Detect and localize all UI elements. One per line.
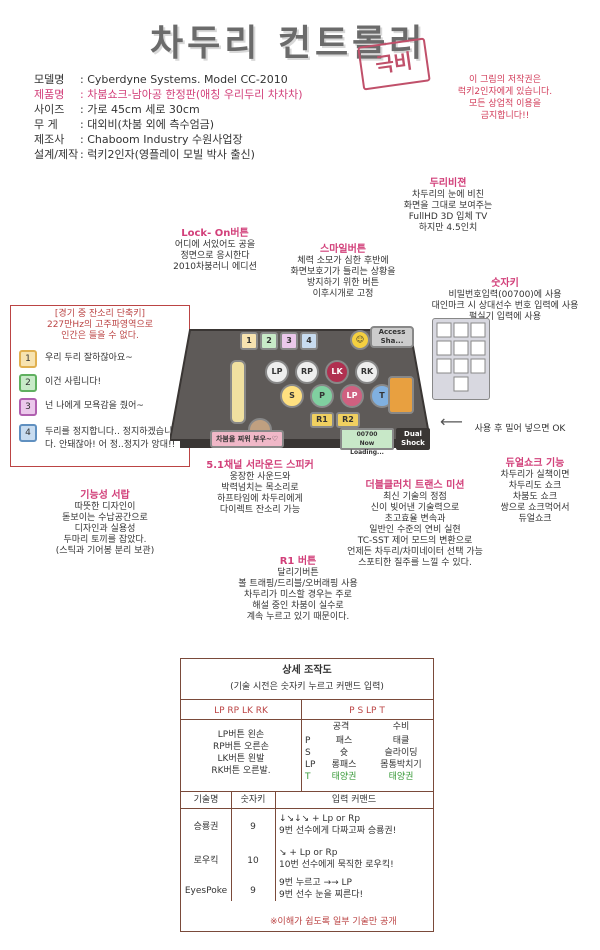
copyright-line: 모든 상업적 이용을 [469,99,541,109]
controller-device: 1 2 3 4 ☺ Access Sha... LP RP LK RK S P … [168,320,432,456]
shortcut-key[interactable]: 4 [19,424,37,442]
num-button-1[interactable]: 1 [240,332,258,350]
copyright-notice: 이 그림의 저작권은 럭키2인자에게 있습니다. 모든 상업적 이용을 금지합니… [440,74,570,122]
left-head: LP RP LK RK [214,706,268,716]
num-button-3[interactable]: 3 [280,332,298,350]
keypad-keys[interactable] [433,319,489,399]
spec-maker: 제조사: Chaboom Industry 수원사업장 [34,133,243,146]
copyright-line: 이 그림의 저작권은 [469,75,541,85]
confidential-stamp: 극비 [357,37,431,91]
rk-button[interactable]: RK [355,360,379,384]
shortcut-label: 두리를 정지합니다.. 정지하겠습니다. 안돼잖아! 어 정..정지가 앙대!! [45,427,176,450]
col-command: 입력 커맨드 [331,795,377,805]
s-button[interactable]: S [280,384,304,408]
r1-button[interactable]: R1 [310,412,334,428]
num-button-2[interactable]: 2 [260,332,278,350]
page-title: 차두리 컨트롤러 [150,23,427,64]
spec-designer: 설계/제작: 럭키2인자(영플레이 모빌 박사 출신) [34,148,255,161]
table-row: 승룡권 [193,822,219,832]
access-screen: Access Sha... [370,326,414,348]
shortcut-1[interactable]: 1 우리 두리 잘하잖아요~ [19,350,133,368]
shortcut-key[interactable]: 2 [19,374,37,392]
lp2-button[interactable]: LP [340,384,364,408]
rp-button[interactable]: RP [295,360,319,384]
gear-lever-icon[interactable] [388,376,414,414]
spec-list: 모델명: Cyberdyne Systems. Model CC-2010 제품… [34,72,303,162]
shortcut-3[interactable]: 3 넌 나에게 모욕감을 줬어~ [19,398,144,416]
smile-button-icon[interactable]: ☺ [350,330,370,350]
shortcut-key[interactable]: 1 [19,350,37,368]
shortcut-4[interactable]: 4 두리를 정지합니다.. 정지하겠습니다. 안돼잖아! 어 정..정지가 앙대… [19,424,179,450]
num-button-4[interactable]: 4 [300,332,318,350]
r2-button[interactable]: R2 [336,412,360,428]
table-row: 10 [247,856,259,866]
control-table: 상세 조작도 (기술 시전은 숫자키 누르고 커맨드 입력) LP RP LK … [180,658,434,932]
shortcut-label: 우리 두리 잘하잖아요~ [45,353,133,363]
spec-model: 모델명: Cyberdyne Systems. Model CC-2010 [34,73,288,86]
table-row: 로우킥 [193,856,219,866]
table-row: 9 [250,822,256,832]
arrow-left-icon: ⟵ [440,412,463,431]
p-button[interactable]: P [310,384,334,408]
copyright-line: 럭키2인자에게 있습니다. [457,87,553,97]
shortcut-label: 이건 사립니다! [45,377,102,387]
attack-head: 공격 [332,722,350,732]
defense-head: 수비 [392,722,410,732]
spec-weight: 무 게: 대외비(차붐 외에 측수엄금) [34,118,215,131]
col-skill: 기술명 [193,795,219,805]
col-number: 숫자키 [240,795,266,805]
right-head: P S LP T [349,706,385,716]
spec-product: 제품명: 차붐쇼크-남아공 한정판(애칭 우리두리 차차차) [34,88,303,101]
numeric-keypad[interactable] [432,318,490,400]
table-row: 9 [250,886,256,896]
lk-button[interactable]: LK [325,360,349,384]
note-insert: 사용 후 밀어 넣으면 OK [474,424,566,434]
copyright-line: 금지합니다!! [480,111,530,121]
joystick-icon[interactable] [230,360,246,424]
table-subtitle: (기술 시전은 숫자키 누르고 커맨드 입력) [230,682,384,692]
shortcut-key[interactable]: 3 [19,398,37,416]
shortcut-2[interactable]: 2 이건 사립니다! [19,374,101,392]
lp-button[interactable]: LP [265,360,289,384]
shortcut-label: 넌 나에게 모욕감을 줬어~ [45,401,144,411]
spec-size: 사이즈: 가로 45cm 세로 30cm [34,103,200,116]
footer-note: ※이해가 쉽도록 일부 기술만 공개 [270,917,397,927]
name-plate: 차붐을 찌워 부우~♡ [210,430,284,448]
table-title: 상세 조작도 [282,665,332,676]
table-row: EyesPoke [184,886,228,896]
